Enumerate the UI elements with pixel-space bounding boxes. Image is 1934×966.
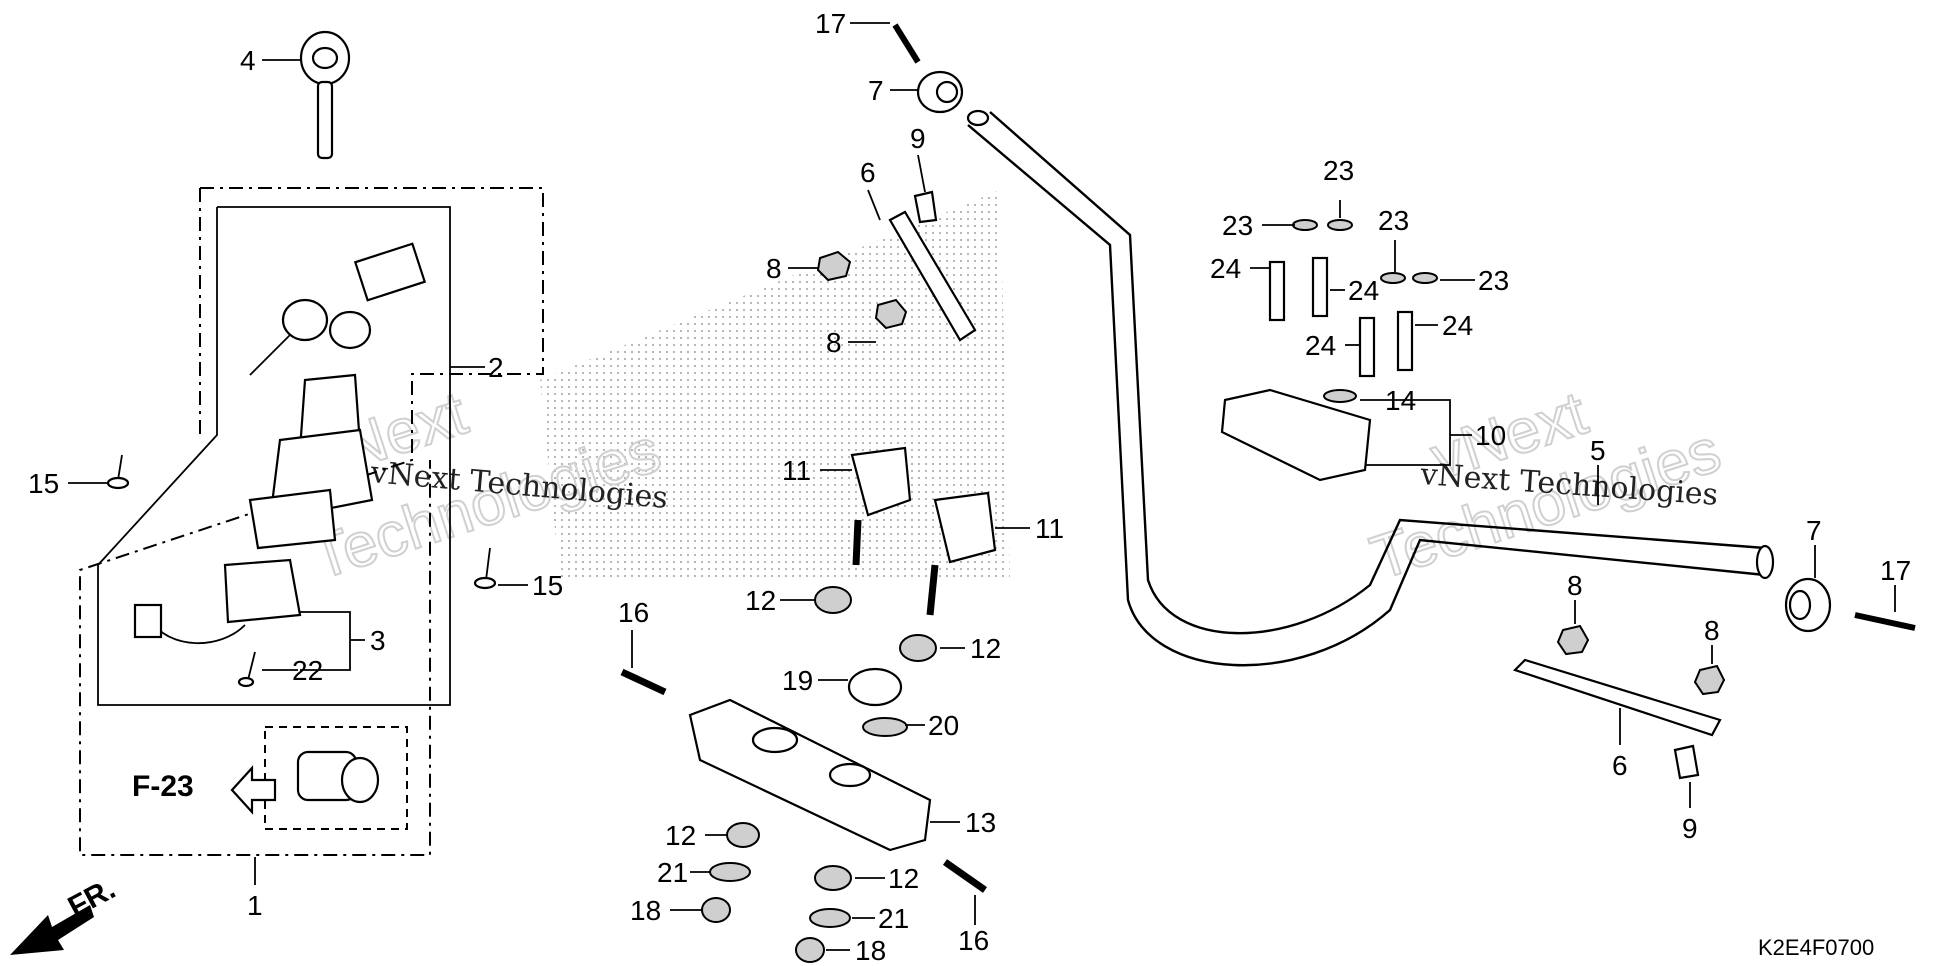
front-arrow-icon: [10, 905, 94, 955]
callout-23-d: 23: [1478, 265, 1509, 296]
callout-23-b: 23: [1323, 155, 1354, 186]
key-part-4: [299, 30, 351, 160]
callout-23-c: 23: [1378, 205, 1409, 236]
callout-24-d: 24: [1442, 310, 1473, 341]
callout-12-a: 12: [745, 585, 776, 616]
ref-arrow-icon: [230, 765, 277, 815]
callout-6-top: 6: [860, 157, 876, 188]
callout-2: 2: [488, 352, 504, 383]
upper-holder-part-10: [1220, 388, 1372, 482]
callout-24-c: 24: [1305, 330, 1336, 361]
handlebar-end-left: [966, 109, 990, 127]
callout-7-right: 7: [1806, 515, 1822, 546]
callout-8-a: 8: [766, 253, 782, 284]
screw-part-15-right: [473, 547, 497, 590]
clip-part-9-right: [1673, 744, 1700, 780]
nut-part-18-a: [701, 897, 731, 923]
ref-box: [264, 726, 408, 830]
clip-part-9-top: [913, 190, 938, 224]
callout-12-c: 12: [665, 820, 696, 851]
callout-18-a: 18: [630, 895, 661, 926]
cushion-part-12-d: [814, 865, 852, 891]
callout-15-left: 15: [28, 468, 59, 499]
bridge-part-13: [688, 698, 932, 852]
bolt-part-16-top: [620, 668, 667, 696]
ref-label: F-23: [132, 770, 194, 803]
callout-16-top: 16: [618, 597, 649, 628]
callout-16-bottom: 16: [958, 925, 989, 956]
cushion-part-12-c: [726, 822, 760, 848]
washer-part-21-b: [809, 908, 851, 928]
handlebar-part-5: [967, 111, 1766, 667]
callout-13: 13: [965, 807, 996, 838]
callout-24-b: 24: [1348, 275, 1379, 306]
plate-part-14: [1323, 389, 1357, 403]
washer-part-20: [862, 717, 908, 737]
cushion-part-12-a: [814, 586, 852, 614]
key-set-part-2: [248, 242, 427, 550]
nut-part-8-c: [1556, 624, 1590, 656]
callout-labels: 4 2 3 22 1 15 15 17 7 9 6 8 8 11 11 12 1…: [28, 8, 1911, 966]
nut-part-8-a: [816, 250, 852, 282]
weight-part-7-top: [916, 70, 964, 114]
rod-part-6-right: [1512, 658, 1722, 737]
screw-part-15-left: [106, 454, 130, 490]
holder-part-11-left: [850, 446, 912, 566]
group-box-1: [79, 187, 544, 856]
callout-18-b: 18: [855, 935, 886, 966]
leader-lines: [68, 22, 1896, 951]
callout-12-d: 12: [888, 863, 919, 894]
washer-part-21-a: [709, 862, 751, 882]
callout-3: 3: [370, 625, 386, 656]
callout-9-right: 9: [1682, 813, 1698, 844]
switch-part-3: [133, 558, 302, 645]
callout-24-a: 24: [1210, 253, 1241, 284]
callout-8-c: 8: [1567, 570, 1583, 601]
diagram-code: K2E4F0700: [1758, 935, 1874, 960]
washers-part-23: [1292, 219, 1438, 284]
nut-part-8-d: [1693, 664, 1726, 696]
callout-17-right: 17: [1880, 555, 1911, 586]
screw-part-22: [237, 651, 256, 688]
callout-11-left: 11: [782, 455, 811, 486]
callout-6-right: 6: [1612, 750, 1628, 781]
callout-14: 14: [1385, 385, 1416, 416]
callout-20: 20: [928, 710, 959, 741]
callout-5: 5: [1590, 435, 1606, 466]
rod-part-6-top: [888, 210, 977, 342]
callout-22: 22: [292, 655, 323, 686]
bolt-part-17-top: [892, 23, 921, 64]
callout-9-top: 9: [910, 123, 926, 154]
callout-15-right: 15: [532, 570, 563, 601]
callout-8-b: 8: [826, 327, 842, 358]
handlebar-end-right: [1755, 544, 1775, 580]
nut-part-19: [847, 667, 903, 707]
callout-21-a: 21: [657, 857, 688, 888]
nut-part-8-b: [874, 298, 908, 330]
callout-12-b: 12: [970, 633, 1001, 664]
callout-21-b: 21: [878, 903, 909, 934]
group-box-2: [97, 206, 451, 706]
weight-part-7-right: [1784, 577, 1832, 633]
callout-4: 4: [240, 45, 256, 76]
callout-23-a: 23: [1222, 210, 1253, 241]
bolt-part-17-right: [1854, 612, 1916, 631]
callout-11-right: 11: [1035, 513, 1064, 544]
callout-8-d: 8: [1704, 615, 1720, 646]
callout-1: 1: [247, 890, 263, 921]
callout-19: 19: [782, 665, 813, 696]
callout-7-top: 7: [868, 75, 884, 106]
holder-part-11-right: [926, 491, 997, 616]
cushion-part-12-b: [899, 634, 937, 662]
bolts-part-24: [1268, 256, 1414, 378]
callout-17-top: 17: [815, 8, 846, 39]
ref-lock-icon: [296, 750, 380, 804]
callout-10: 10: [1475, 420, 1506, 451]
bolt-part-16-bottom: [942, 859, 988, 893]
nut-part-18-b: [795, 937, 825, 963]
